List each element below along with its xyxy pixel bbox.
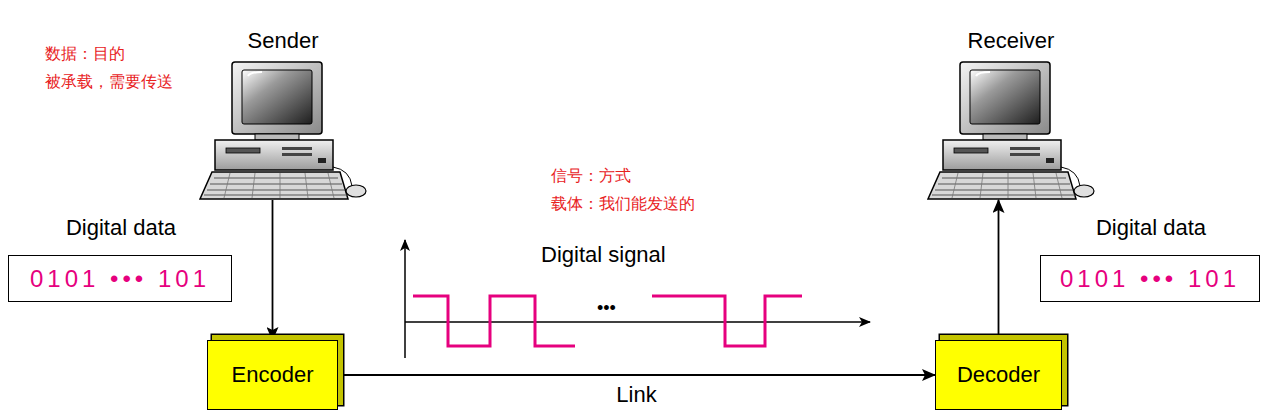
edge-label: Link (616, 382, 656, 408)
bit-string: 0101 ••• 101 (30, 265, 210, 293)
data-heading: Digital data (1096, 215, 1206, 241)
process-box: Decoder (935, 340, 1062, 410)
computer-node: Sender (198, 28, 368, 200)
annotation-note: 信号：方式 (551, 166, 631, 187)
data-box: Digital data0101 ••• 101 (1040, 255, 1260, 302)
y-axis (404, 240, 406, 358)
annotation-note: 载体：我们能发送的 (551, 194, 695, 215)
device-label: Receiver (968, 28, 1055, 54)
signal-name: Digital signal (541, 242, 666, 268)
data-box: Digital data0101 ••• 101 (8, 255, 232, 302)
connector-arrow (998, 200, 1000, 340)
box-label: Encoder (232, 362, 314, 388)
bit-string: 0101 ••• 101 (1060, 265, 1240, 293)
box-label: Decoder (957, 362, 1040, 388)
data-heading: Digital data (66, 215, 176, 241)
x-axis (405, 321, 870, 323)
process-box: Encoder (207, 340, 338, 410)
annotation-note: 数据：目的 (45, 44, 125, 65)
connector-arrow (272, 200, 274, 340)
ellipsis-dots: ••• (597, 298, 616, 319)
annotation-note: 被承载，需要传送 (45, 72, 173, 93)
computer-icon (928, 62, 1094, 199)
signal-waveform (413, 296, 575, 346)
connector-arrow (338, 374, 935, 376)
computer-icon (200, 62, 366, 199)
signal-waveform (652, 296, 802, 346)
device-label: Sender (248, 28, 319, 54)
computer-node: Receiver (926, 28, 1096, 200)
